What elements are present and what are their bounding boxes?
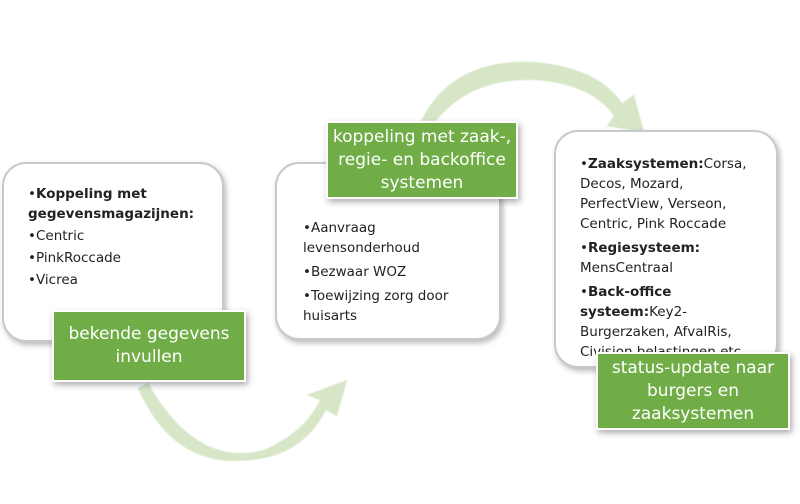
step3-item: •Regiesysteem: MensCentraal — [580, 240, 701, 276]
arrow-step2-to-step3 — [420, 61, 645, 133]
step2-item: •Bezwaar WOZ — [303, 264, 407, 280]
step2-item: •Toewijzing zorg door huisarts — [303, 288, 449, 324]
step3-item-text: MensCentraal — [580, 260, 673, 276]
step3-item-bold: Regiesysteem: — [587, 240, 701, 256]
step3-item-text: Corsa, Decos, Mozard, PerfectView, Verse… — [580, 156, 747, 232]
step3-item: •Back-office systeem:Key2-Burgerzaken, A… — [580, 282, 766, 362]
step2-label: koppeling met zaak-, regie- en backoffic… — [326, 121, 518, 199]
step1-item: •Centric — [28, 228, 85, 244]
step1-item-text: PinkRoccade — [35, 250, 121, 266]
step1-label: bekende gegevens invullen — [52, 310, 246, 382]
step3-card: •Zaaksystemen:Corsa, Decos, Mozard, Perf… — [554, 130, 778, 368]
step2-item-text: Toewijzing zorg door huisarts — [303, 288, 449, 324]
step3-label: status-update naar burgers en zaaksystem… — [596, 352, 790, 430]
arrow-step1-to-step2 — [137, 379, 348, 462]
step1-item-bold: Koppeling met gegevensmagazijnen: — [28, 186, 195, 222]
step3-item-bold: Back-office systeem: — [580, 284, 672, 320]
step2-item-text: Bezwaar WOZ — [310, 264, 407, 280]
step3-item: •Zaaksystemen:Corsa, Decos, Mozard, Perf… — [580, 156, 747, 232]
step1-item: •Vicrea — [28, 272, 78, 288]
step3-item-bold: Zaaksystemen: — [587, 156, 704, 172]
step1-item: •PinkRoccade — [28, 250, 121, 266]
step1-item-text: Vicrea — [35, 272, 78, 288]
step2-item-text: Aanvraag levensonderhoud — [303, 220, 420, 256]
step1-item: •Koppeling met gegevensmagazijnen: — [28, 186, 195, 222]
step2-item: •Aanvraag levensonderhoud — [303, 220, 420, 256]
step1-item-text: Centric — [35, 228, 85, 244]
